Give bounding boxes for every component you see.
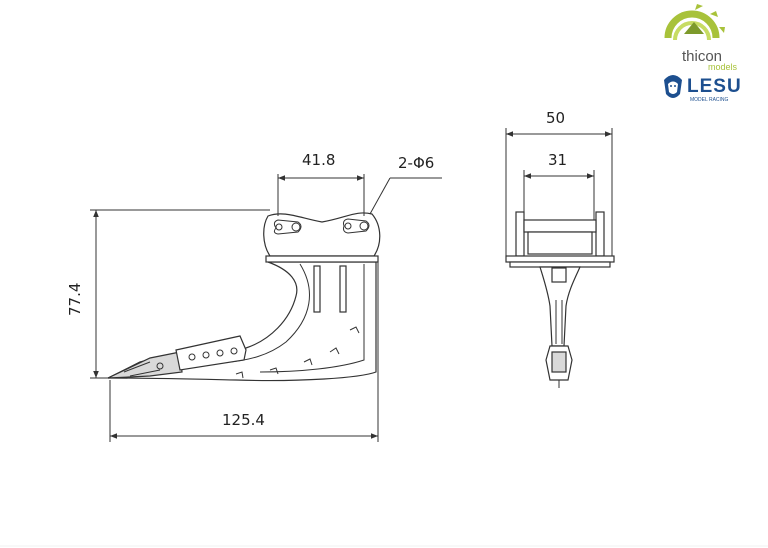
holes-label: 2-Φ6: [398, 154, 434, 172]
thicon-sub: models: [708, 62, 738, 72]
lesu-logo: LESU MODEL RACING: [664, 75, 742, 103]
dim-height: 77.4: [66, 209, 270, 379]
ripper-side-view: [107, 212, 381, 382]
hole-spacing-label: 41.8: [302, 151, 335, 169]
width-label: 125.4: [222, 411, 265, 429]
hole-left: [273, 219, 302, 235]
dim-hole-spacing: 41.8: [277, 151, 365, 216]
lesu-sub: MODEL RACING: [690, 97, 729, 103]
dim-width: 125.4: [109, 262, 379, 442]
lion-icon: [664, 75, 682, 98]
ripper-front-view: [505, 211, 615, 388]
lesu-wordmark: LESU: [687, 76, 742, 97]
thicon-wordmark: thicon: [682, 48, 722, 65]
dim-side-inner-width: 31: [523, 151, 595, 220]
side-inner-width-label: 31: [548, 151, 567, 169]
dim-side-width: 50: [505, 109, 613, 256]
holes-callout: 2-Φ6: [369, 154, 442, 215]
gear-icon: [664, 4, 725, 41]
hole-right: [343, 218, 370, 234]
ripper-bracket: [263, 212, 381, 257]
side-width-label: 50: [546, 109, 565, 127]
tip-adapter: [175, 335, 247, 371]
height-label: 77.4: [66, 283, 84, 316]
thicon-logo: thicon models: [664, 4, 738, 72]
